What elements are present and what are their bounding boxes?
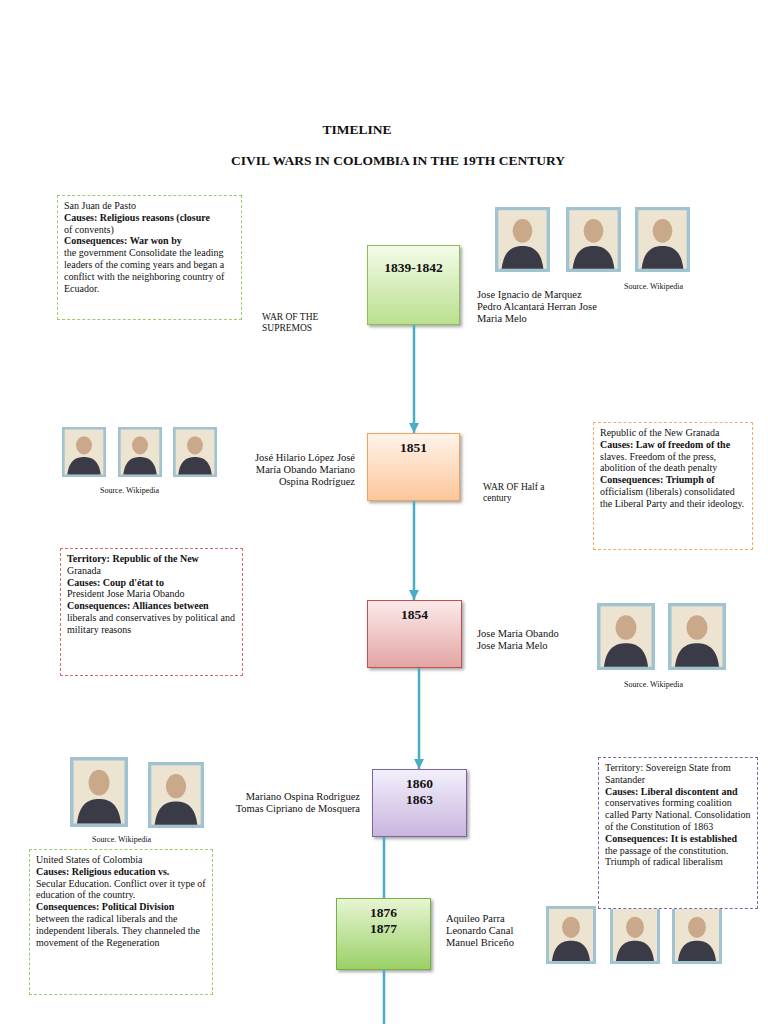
- subtitle: CIVIL WARS IN COLOMBIA IN THE 19TH CENTU…: [198, 153, 598, 169]
- image-source: Source. Wikipedia: [624, 680, 704, 689]
- portrait: [672, 906, 722, 964]
- info-text: President Jose Maria Obando: [67, 588, 236, 600]
- info-box: Territory: Sovereign State from Santande…: [598, 757, 758, 909]
- year-box: 1860 1863: [372, 769, 467, 837]
- year-box: 1876 1877: [336, 898, 431, 970]
- info-text: Consequences: War won by: [64, 235, 235, 247]
- timeline-arrow: [383, 837, 386, 898]
- timeline-arrow: [418, 668, 421, 769]
- timeline-continuation: [383, 970, 386, 1024]
- portrait: [610, 906, 660, 964]
- war-name: WAR OF Half a century: [483, 482, 545, 504]
- info-text: Causes: Religious reasons (closure: [64, 212, 235, 224]
- info-text: Consequences: Alliances between: [67, 600, 236, 612]
- info-text: conservatives forming coalition called P…: [605, 797, 751, 832]
- portrait: [635, 207, 690, 272]
- info-text: Secular Education. Conflict over it type…: [36, 878, 206, 902]
- leader-names: Jose Ignacio de Marquez Pedro Alcantará …: [477, 289, 602, 325]
- portrait: [148, 762, 204, 828]
- info-text: slaves. Freedom of the press, abolition …: [600, 451, 746, 475]
- portrait: [173, 427, 217, 477]
- image-source: Source. Wikipedia: [100, 486, 180, 495]
- year-box: 1839-1842: [367, 245, 460, 325]
- info-text: Consequences: Triumph of: [600, 474, 746, 486]
- portrait: [118, 427, 162, 477]
- info-text: the government Consolidate the leading l…: [64, 247, 235, 294]
- info-text: Republic of the New Granada: [600, 427, 746, 439]
- portrait: [546, 906, 596, 964]
- portrait: [70, 757, 128, 827]
- year-box: 1854: [367, 600, 462, 668]
- image-source: Source. Wikipedia: [624, 282, 704, 291]
- info-text: Territory: Sovereign State from Santande…: [605, 762, 751, 786]
- info-text: Causes: Liberal discontent and: [605, 786, 751, 798]
- portrait: [566, 207, 621, 272]
- info-box: San Juan de PastoCauses: Religious reaso…: [57, 195, 242, 320]
- info-box: Republic of the New GranadaCauses: Law o…: [593, 422, 753, 550]
- info-box: United States of ColombiaCauses: Religio…: [29, 849, 213, 995]
- info-text: Territory: Republic of the New: [67, 553, 236, 565]
- portrait: [62, 427, 106, 477]
- leader-names: José Hilario López José María Obando Mar…: [235, 452, 355, 488]
- info-text: the passage of the constitution. Triumph…: [605, 845, 751, 869]
- info-box: Territory: Republic of the NewGranadaCau…: [60, 548, 243, 676]
- year-label: 1876 1877: [363, 905, 405, 937]
- leader-names: Jose Maria Obando Jose Maria Melo: [477, 628, 572, 652]
- portrait: [495, 207, 550, 272]
- info-text: between the radical liberals and the ind…: [36, 913, 206, 948]
- timeline-arrow: [413, 501, 416, 600]
- year-label: 1851: [371, 440, 456, 456]
- info-text: Causes: Law of freedom of the: [600, 439, 746, 451]
- war-name: WAR OF THE SUPREMOS: [262, 312, 342, 334]
- info-text: Consequences: It is established: [605, 833, 751, 845]
- info-text: officialism (liberals) consolidated the …: [600, 486, 746, 510]
- info-text: of convents): [64, 224, 235, 236]
- info-text: Consequences: Political Division: [36, 901, 206, 913]
- title: TIMELINE: [257, 122, 457, 138]
- info-text: Granada: [67, 565, 236, 577]
- year-label: 1860 1863: [399, 776, 441, 808]
- leader-names: Aquileo Parra Leonardo Canal Manuel Bric…: [446, 913, 531, 949]
- timeline-arrow: [413, 325, 416, 433]
- year-label: 1839-1842: [371, 260, 456, 276]
- info-text: liberals and conservatives by political …: [67, 612, 236, 636]
- info-text: Causes: Coup d'état to: [67, 577, 236, 589]
- image-source: Source. Wikipedia: [92, 835, 172, 844]
- year-label: 1854: [372, 607, 457, 623]
- leader-names: Mariano Ospina Rodriguez Tomas Cipriano …: [224, 791, 360, 815]
- year-box: 1851: [367, 433, 460, 501]
- info-text: San Juan de Pasto: [64, 200, 235, 212]
- info-text: United States of Colombia: [36, 854, 206, 866]
- portrait: [668, 603, 726, 670]
- info-text: Causes: Religious education vs.: [36, 866, 206, 878]
- portrait: [597, 603, 655, 670]
